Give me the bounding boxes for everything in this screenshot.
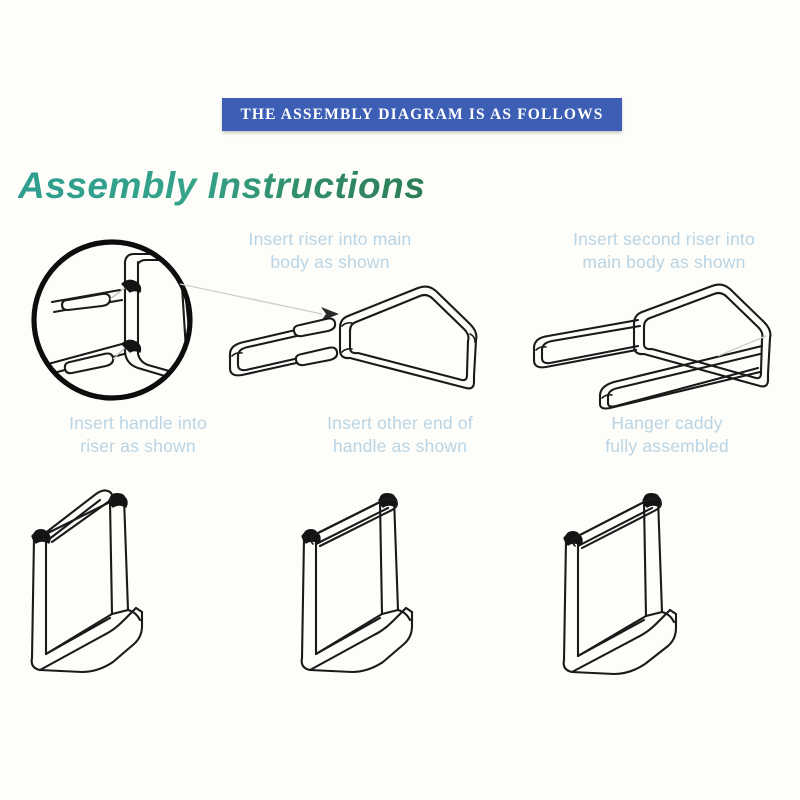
assembly-banner-text: THE ASSEMBLY DIAGRAM IS AS FOLLOWS: [240, 105, 604, 123]
insert-direction-arrow: [321, 307, 339, 321]
insert-second-riser-illustration: [522, 276, 798, 410]
magnified-joint-detail-illustration: [30, 232, 226, 408]
riser-lower-part: [598, 335, 767, 410]
riser-part: [228, 317, 339, 377]
caption-fully-assembled: Hanger caddy fully assembled: [605, 413, 729, 456]
caddy-frame: [562, 492, 678, 676]
fully-assembled-illustration: [548, 472, 728, 677]
insert-riser-illustration: [179, 276, 492, 406]
magnifier-circle: [31, 239, 193, 401]
handle-part: [309, 497, 398, 548]
caddy-frame: [30, 492, 144, 674]
main-body-part: [338, 285, 478, 390]
insert-other-end-illustration: [288, 472, 458, 677]
caption-insert-second-riser: Insert second riser into main body as sh…: [573, 229, 755, 272]
riser-notch-far: [108, 493, 128, 508]
insert-handle-illustration: [18, 472, 188, 677]
caption-insert-riser: Insert riser into main body as shown: [248, 229, 412, 272]
handle-part: [42, 489, 114, 544]
riser-upper-part: [532, 318, 642, 369]
caption-insert-other-end: Insert other end of handle as shown: [327, 413, 473, 456]
assembly-banner: THE ASSEMBLY DIAGRAM IS AS FOLLOWS: [222, 98, 622, 131]
page-title: Assembly Instructions: [18, 165, 426, 206]
caddy-frame: [300, 492, 414, 674]
caption-insert-handle: Insert handle into riser as shown: [69, 413, 207, 456]
handle-part: [571, 497, 662, 550]
main-body-part: [632, 283, 772, 388]
